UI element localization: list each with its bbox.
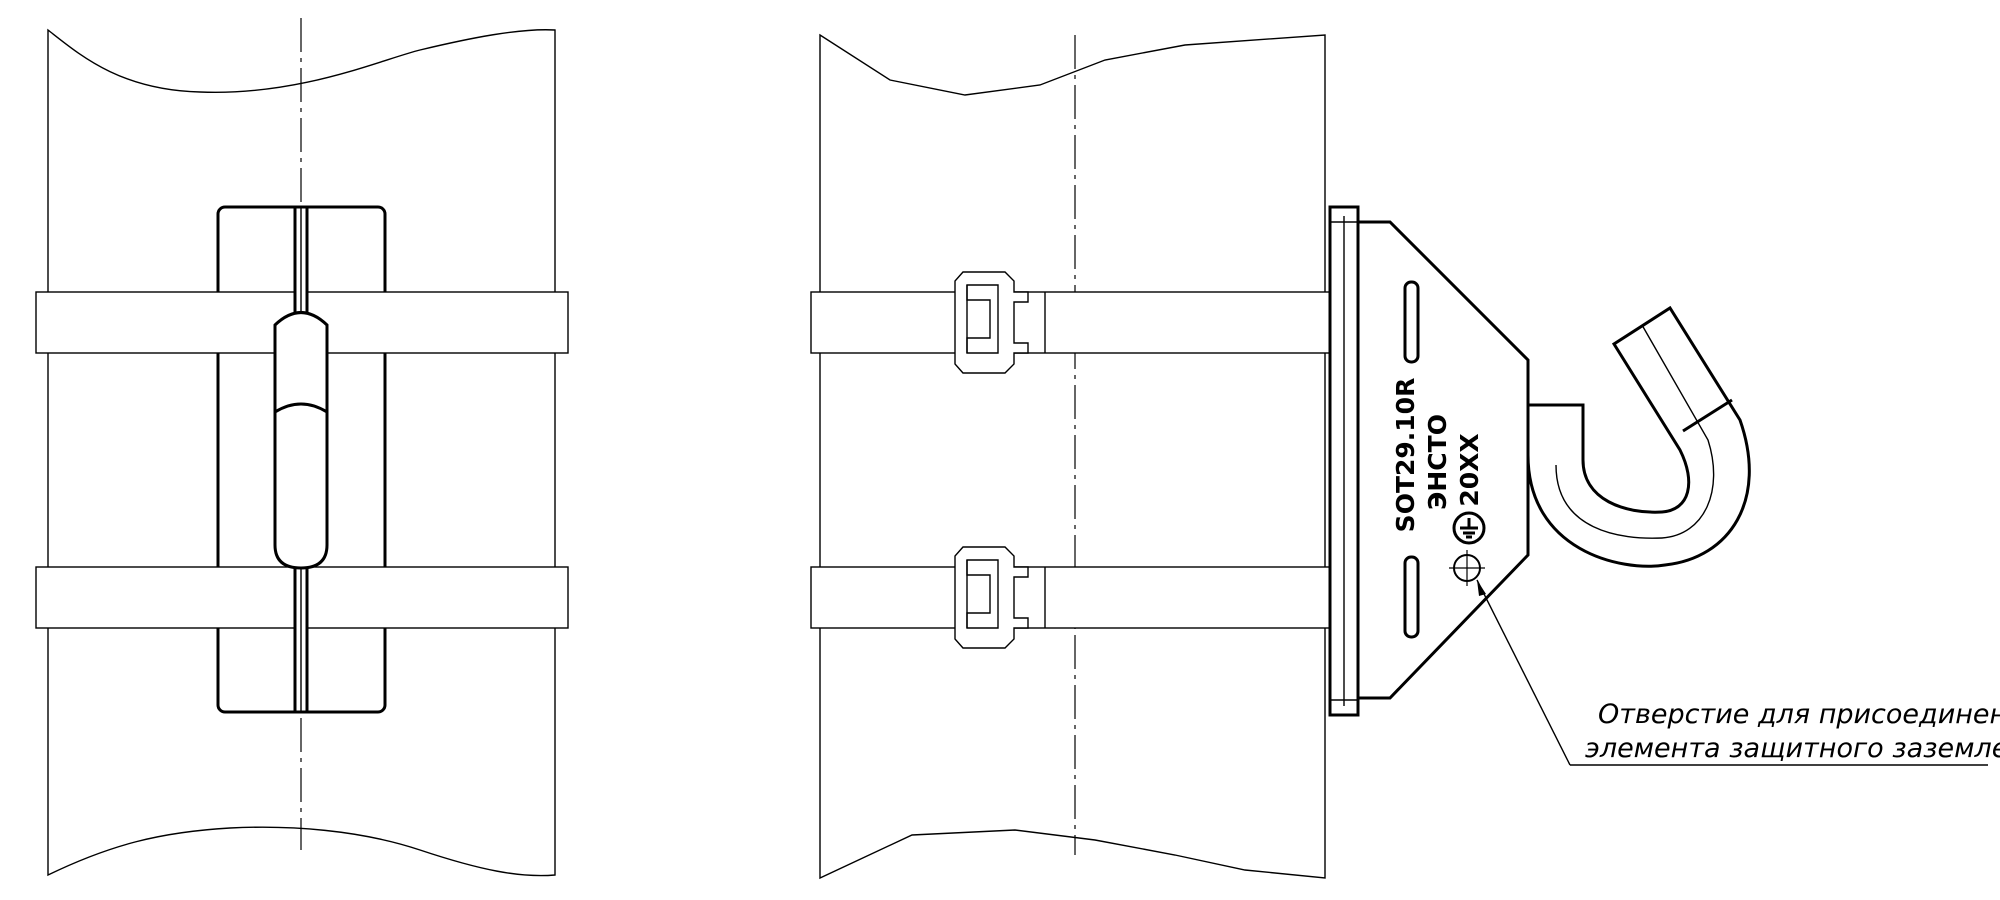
marking-model: SOT29.10R [1391,378,1420,533]
front-view [35,18,569,877]
grounding-hole [1449,550,1485,586]
callout-line2: элемента защитного заземления [1585,733,2000,764]
band-buckle-lower [954,546,1029,649]
hook-inner-line [1555,324,1715,539]
marking-year: 20XX [1455,433,1484,506]
leader-line [1476,579,1571,766]
band-lower-side [810,566,1412,629]
slot-upper [1403,280,1420,364]
marking-maker: ЭНСТО [1423,414,1452,510]
bracket-body-side [1356,220,1530,700]
hook-shank-front [273,311,329,570]
band-upper-side [810,291,1412,354]
marking-block: SOT29.10R ЭНСТО 20XX [1391,378,1484,533]
hook-joint [1682,398,1733,433]
pole-outline-front [47,28,556,877]
leader-arrow [1477,580,1486,596]
hook-shank-joint [274,402,328,414]
band-buckle-upper [954,271,1029,374]
earth-ground-icon [1452,511,1486,545]
hook-body [1526,305,1751,568]
callout-line1: Отверстие для присоединения [1598,699,2000,730]
callout: Отверстие для присоединения элемента защ… [1476,579,2000,766]
pole-outline-side [819,33,1326,880]
slot-lower [1403,555,1420,639]
side-view: SOT29.10R ЭНСТО 20XX [810,33,1751,880]
